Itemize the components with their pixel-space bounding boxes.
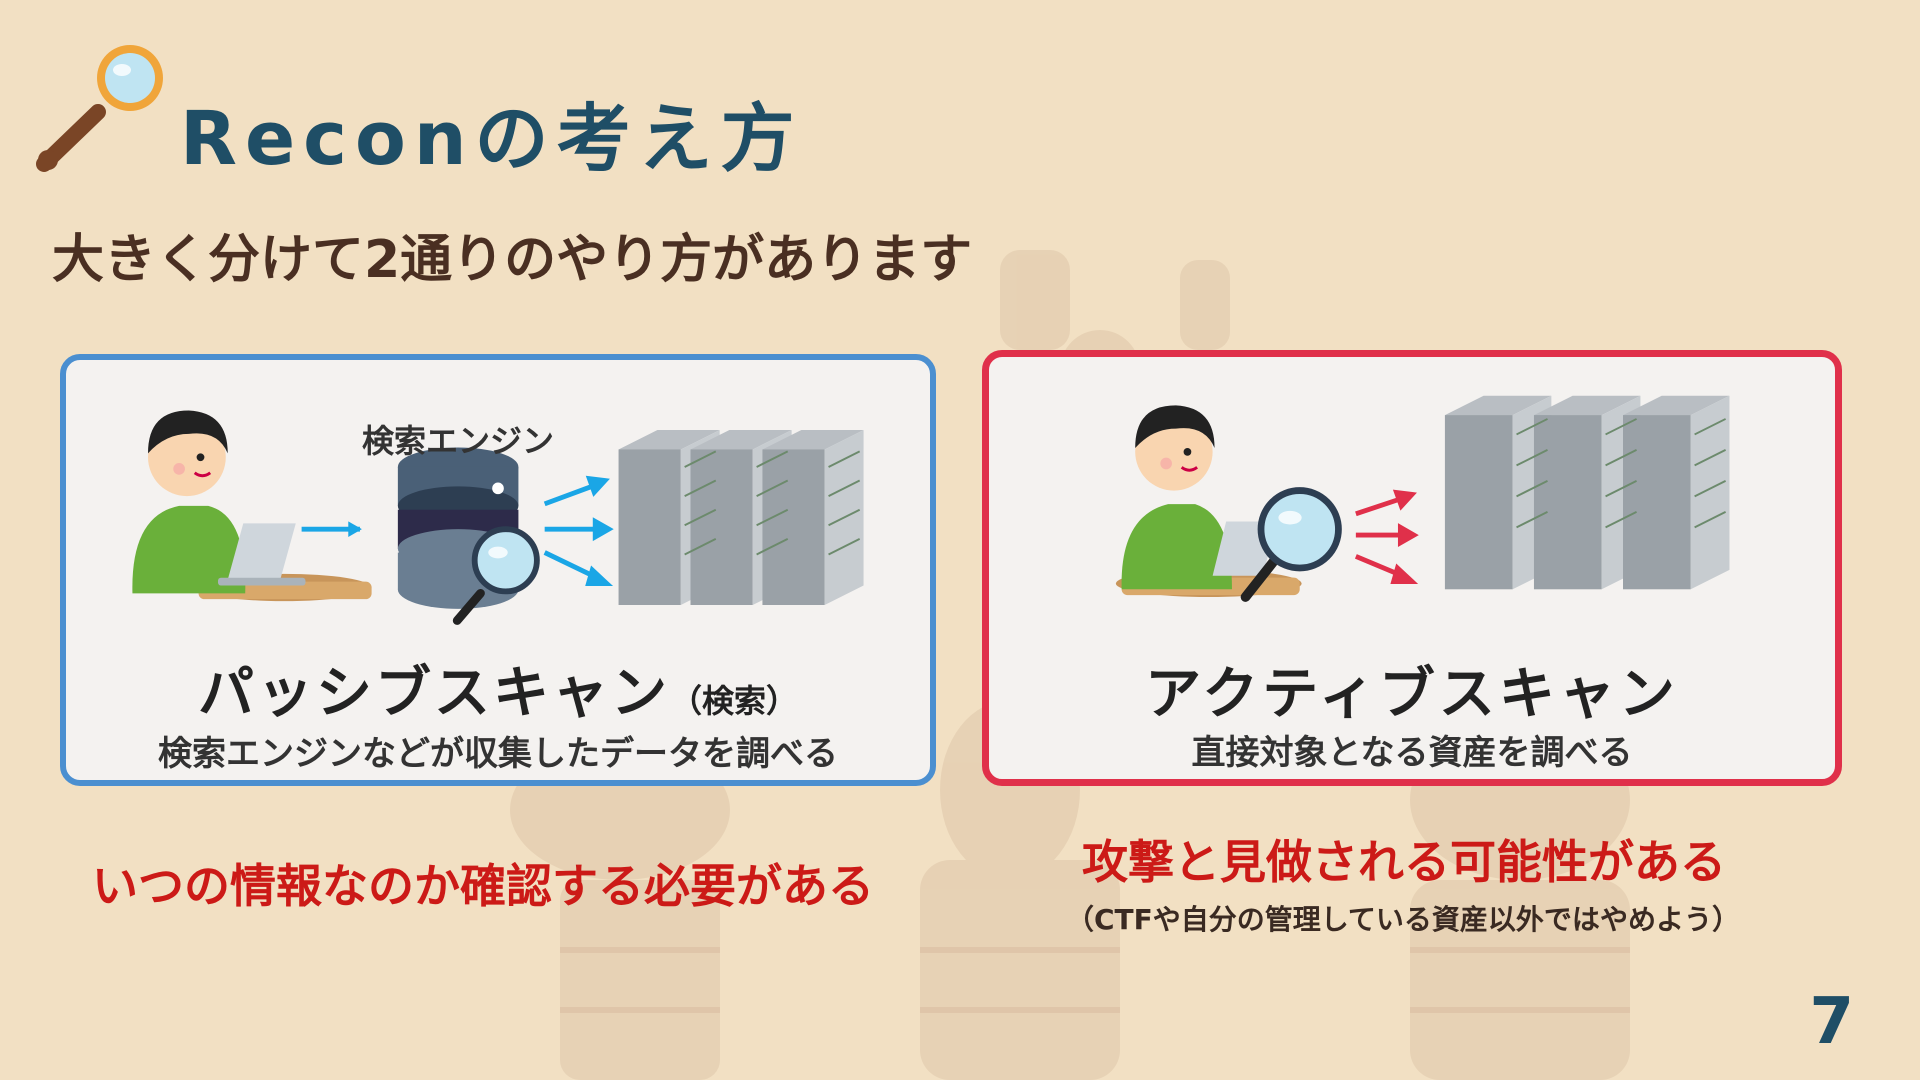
title-row: Reconの考え方 <box>28 40 928 180</box>
passive-scan-title-suffix: （検索） <box>670 682 798 720</box>
active-scan-note-sub: （CTFや自分の管理している資産以外ではやめよう） <box>1066 898 1740 938</box>
active-scan-card: アクティブスキャン 直接対象となる資産を調べる <box>982 350 1842 786</box>
active-scan-heading: アクティブスキャン <box>989 649 1835 730</box>
slide-title: Reconの考え方 <box>180 102 803 176</box>
passive-scan-description: 検索エンジンなどが収集したデータを調べる <box>66 726 930 775</box>
arrow-icon <box>545 479 609 584</box>
page-number: 7 <box>1809 990 1854 1054</box>
passive-scan-card: 検索エンジン パッシブスキャン（検索） 検索エンジンなどが収集したデータを調べる <box>60 354 936 786</box>
server-rack-icon <box>619 430 864 605</box>
search-engine-label: 検索エンジン <box>362 416 554 462</box>
passive-scan-heading: パッシブスキャン（検索） <box>66 648 930 729</box>
active-scan-note: 攻撃と見做される可能性がある <box>1082 826 1726 892</box>
arrow-icon <box>1356 493 1414 582</box>
slide-subtitle: 大きく分けて2通りのやり方があります <box>52 232 972 289</box>
magnifier-icon <box>28 40 178 180</box>
active-scan-description: 直接対象となる資産を調べる <box>989 725 1835 774</box>
passive-scan-note: いつの情報なのか確認する必要がある <box>92 850 874 916</box>
server-rack-icon <box>1445 396 1730 590</box>
person-laptop-icon <box>132 411 371 602</box>
arrow-icon <box>302 521 362 537</box>
passive-scan-title: パッシブスキャン <box>198 661 670 726</box>
